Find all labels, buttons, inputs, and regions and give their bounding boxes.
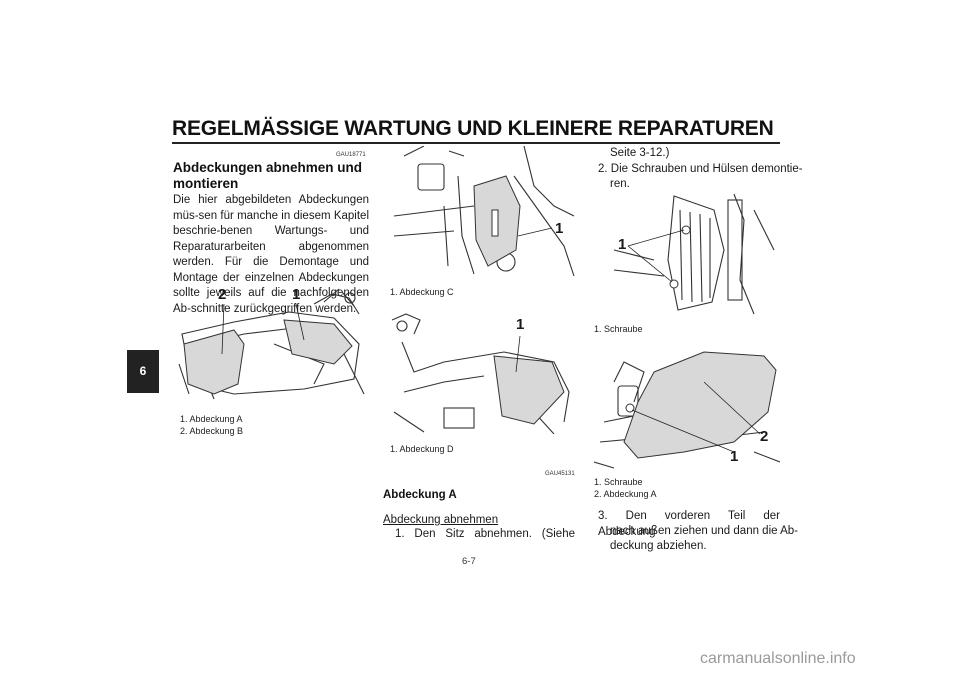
figure-covers-a-b: 2 1 [174, 284, 368, 400]
step-2-continued: ren. [610, 178, 630, 190]
step-3: 3. Den vorderen Teil der Abdeckung [598, 510, 780, 538]
callout-2: 2 [760, 428, 769, 445]
caption-line: 1. Abdeckung D [390, 444, 454, 454]
caption-line: 1. Abdeckung A [180, 414, 243, 424]
subsection-title: Abdeckung A [383, 489, 457, 501]
page-title: REGELMÄSSIGE WARTUNG UND KLEINERE REPARA… [172, 117, 774, 140]
callout-1: 1 [555, 220, 564, 237]
caption-line: 1. Schraube [594, 477, 643, 487]
callout-1: 1 [730, 448, 739, 465]
step-1: 1. Den Sitz abnehmen. (Siehe [395, 528, 575, 540]
callout-1: 1 [516, 316, 525, 333]
step-3-continued: nach außen ziehen und dann die Ab- [610, 525, 798, 537]
intro-paragraph: Die hier abgebildeten Abdeckungen müs-se… [173, 194, 369, 315]
procedure-heading: Abdeckung abnehmen [383, 514, 499, 526]
step-2: 2. Die Schrauben und Hülsen demontie- [598, 163, 803, 175]
callout-1: 1 [618, 236, 627, 253]
section-heading-line2: montieren [173, 176, 239, 191]
figure-cover-d: 1 [384, 312, 578, 434]
header-rule [172, 142, 780, 144]
chapter-tab: 6 [127, 350, 159, 393]
step-1-continued: Seite 3-12.) [610, 147, 670, 159]
section-code: GAU45131 [545, 471, 575, 477]
section-heading-line1: Abdeckungen abnehmen und [173, 160, 363, 175]
watermark: carmanualsonline.info [700, 650, 856, 667]
caption-line: 2. Abdeckung A [594, 489, 657, 499]
caption-line: 2. Abdeckung B [180, 426, 244, 436]
callout-2: 2 [218, 286, 227, 303]
section-code: GAU18771 [336, 152, 366, 158]
callout-1: 1 [292, 286, 301, 303]
caption-line: 1. Abdeckung C [390, 287, 454, 297]
figure-cover-a-screw: 2 1 [594, 342, 780, 470]
page-number: 6-7 [462, 556, 476, 567]
step-3-continued: deckung abziehen. [610, 540, 707, 552]
figure-screws-top: 1 [594, 190, 780, 316]
figure-cover-c: 1 [384, 146, 578, 278]
caption-line: 1. Schraube [594, 324, 643, 334]
